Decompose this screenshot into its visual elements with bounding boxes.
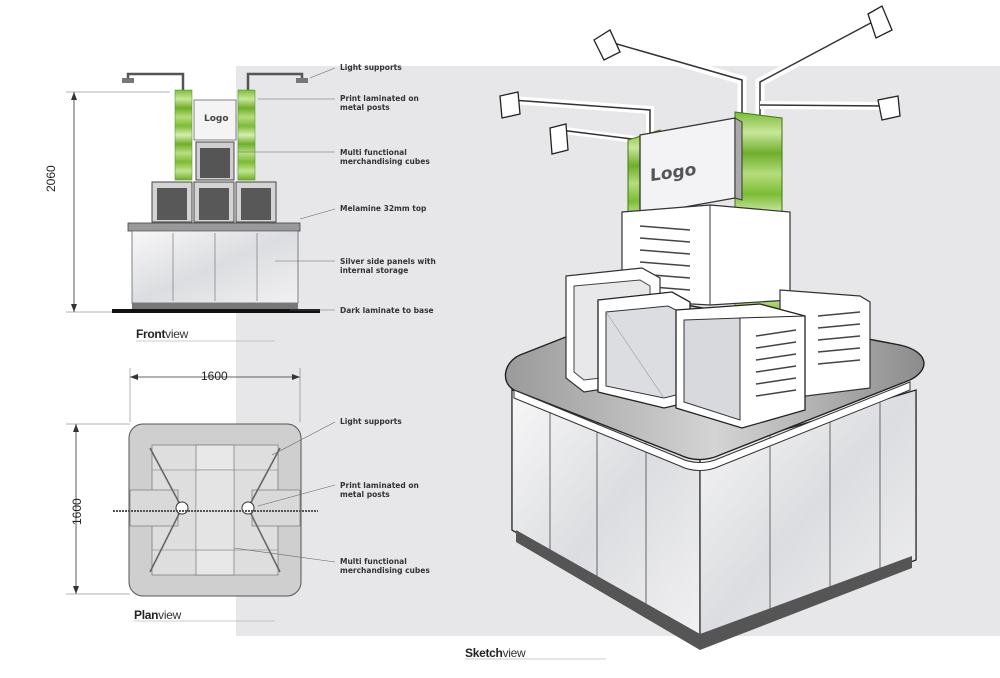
plan-width-dimension: 1600 bbox=[201, 369, 228, 383]
sketch-view-title-bold: Sketch bbox=[465, 646, 503, 660]
plan-callout-light-supports: Light supports bbox=[340, 417, 402, 426]
callout-silver-panels: Silver side panels with internal storage bbox=[340, 257, 436, 275]
front-view-title-light: view bbox=[165, 327, 188, 341]
front-view-drawing bbox=[66, 67, 336, 342]
front-height-dimension: 2060 bbox=[44, 165, 58, 192]
plan-view-drawing bbox=[66, 368, 336, 622]
front-view-logo: Logo bbox=[204, 114, 229, 124]
front-view-title-bold: Front bbox=[136, 327, 166, 341]
callout-melamine-top: Melamine 32mm top bbox=[340, 204, 427, 213]
sketch-view-drawing bbox=[465, 5, 925, 660]
plan-view-title-light: view bbox=[158, 608, 181, 622]
plan-view-title: Planview bbox=[134, 608, 181, 622]
callout-merchandising-cubes: Multi functional merchandising cubes bbox=[340, 148, 430, 166]
front-view-title: Frontview bbox=[136, 327, 188, 341]
callout-print-laminated: Print laminated on metal posts bbox=[340, 94, 419, 112]
callout-light-supports: Light supports bbox=[340, 63, 402, 72]
sketch-view-title: Sketchview bbox=[465, 646, 526, 660]
plan-depth-dimension: 1600 bbox=[70, 498, 84, 525]
plan-callout-print-laminated: Print laminated on metal posts bbox=[340, 481, 419, 499]
callout-dark-laminate: Dark laminate to base bbox=[340, 306, 434, 315]
plan-callout-merchandising-cubes: Multi functional merchandising cubes bbox=[340, 557, 430, 575]
plan-view-title-bold: Plan bbox=[134, 608, 159, 622]
sketch-view-title-light: view bbox=[502, 646, 526, 660]
